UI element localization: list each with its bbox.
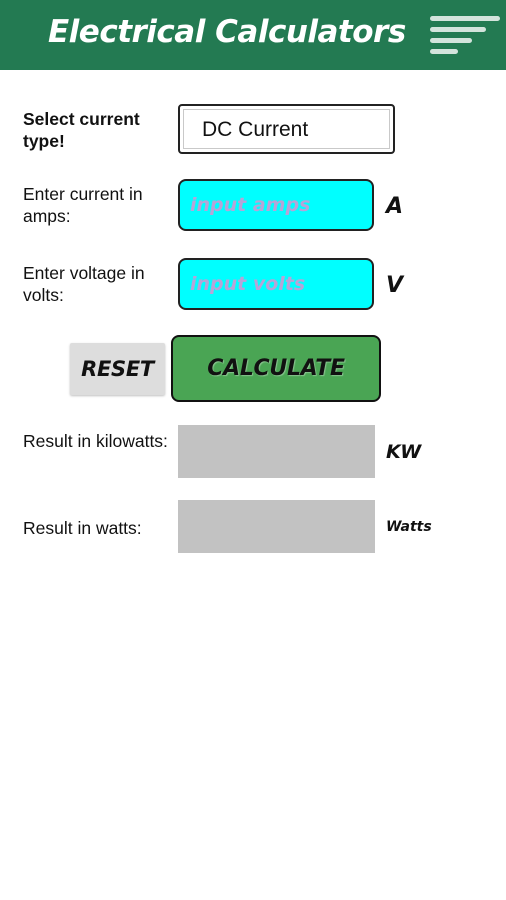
kilowatts-label: Result in kilowatts: [23,431,168,451]
volts-label: Enter voltage in volts: [23,263,145,305]
current-type-label: Select current type! [23,109,140,151]
app-title: Electrical Calculators [48,14,406,50]
kilowatts-unit: KW [386,441,422,463]
menu-icon[interactable] [426,14,502,56]
amps-label: Enter current in amps: [23,184,143,226]
amps-input[interactable] [178,179,374,231]
app-bar: Electrical Calculators [0,0,506,70]
watts-label: Result in watts: [23,518,142,538]
current-type-select[interactable]: DC Current [178,104,395,154]
amps-unit: A [386,194,404,219]
watts-unit: Watts [386,519,432,535]
reset-button[interactable]: RESET [70,343,165,395]
volts-unit: V [386,273,404,298]
calculate-button[interactable]: CALCULATE [171,335,381,402]
watts-result [178,500,375,553]
kilowatts-result [178,425,375,478]
volts-input[interactable] [178,258,374,310]
